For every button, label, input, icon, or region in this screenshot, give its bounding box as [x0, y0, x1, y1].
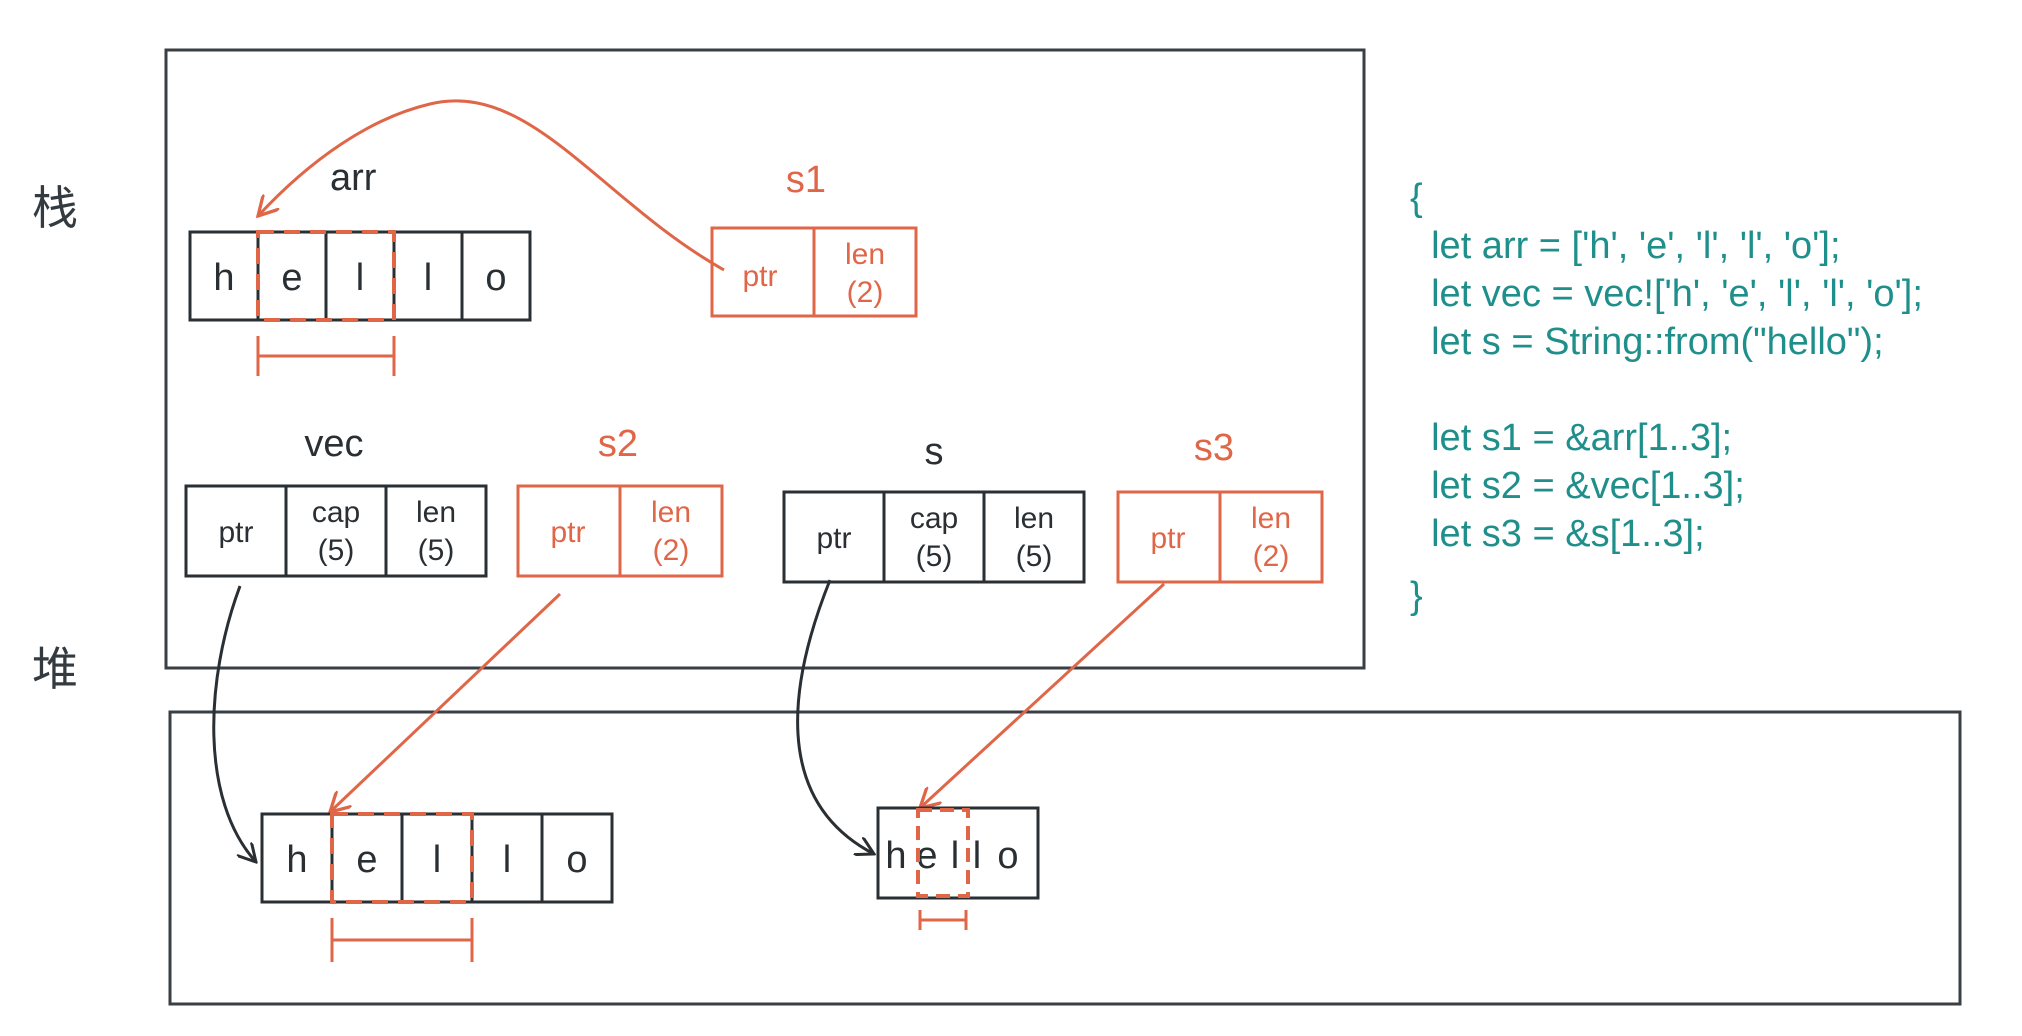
- s2-var: s2 ptr len (2): [330, 423, 724, 812]
- stack-frame: [164, 48, 1366, 670]
- heap-vec-slice-range: [330, 918, 474, 962]
- code-line: let vec = vec!['h', 'e', 'l', 'l', 'o'];: [1410, 273, 1923, 315]
- s3-var: s3 ptr len (2): [920, 427, 1324, 808]
- s3-len-value: (2): [1253, 540, 1290, 573]
- s3-name: s3: [1194, 427, 1234, 469]
- stack-label: 栈: [32, 181, 78, 235]
- s3-ptr-label: ptr: [1150, 522, 1185, 555]
- s-cap-label: cap: [910, 502, 958, 535]
- code-line: let s3 = &s[1..3];: [1410, 513, 1705, 555]
- code-line: let s = String::from("hello");: [1410, 321, 1884, 363]
- arr-slice-range: [256, 336, 396, 376]
- vec-len-label: len: [416, 496, 456, 529]
- arr-name: arr: [330, 157, 377, 199]
- arr-var: arr h e l l o: [188, 157, 532, 376]
- heap-string-char: h: [885, 835, 906, 877]
- arr-slice-highlight: [256, 230, 396, 322]
- vec-var: vec ptr cap (5) len (5): [184, 423, 488, 862]
- s1-ptr-label: ptr: [742, 260, 777, 293]
- s1-len-label: len: [845, 238, 885, 271]
- s1-name: s1: [786, 159, 826, 201]
- heap-vec-slice-highlight: [330, 812, 474, 904]
- code-line: }: [1410, 575, 1423, 617]
- s3-len-label: len: [1251, 502, 1291, 535]
- s3-pointer-arrow: [920, 582, 1166, 808]
- vec-len-value: (5): [418, 534, 455, 567]
- arr-cell-text: l: [424, 257, 432, 299]
- arr-cell-text: o: [485, 257, 506, 299]
- heap-vec-cell-text: e: [356, 839, 377, 881]
- code-line: {: [1410, 177, 1423, 219]
- s1-var: s1 ptr len (2): [258, 99, 918, 318]
- heap-vec-cell: [540, 812, 614, 904]
- heap-label: 堆: [32, 642, 78, 696]
- s-ptr-label: ptr: [816, 522, 851, 555]
- code-line: let arr = ['h', 'e', 'l', 'l', 'o'];: [1410, 225, 1841, 267]
- s-name: s: [925, 431, 944, 473]
- heap-vec-buffer: h e l l o: [260, 812, 614, 962]
- heap-vec-cell-text: l: [503, 839, 511, 881]
- heap-string-slice-highlight: [916, 808, 970, 898]
- heap-string-char: l: [973, 835, 981, 877]
- s2-ptr-label: ptr: [550, 516, 585, 549]
- s2-len-label: len: [651, 496, 691, 529]
- heap-string-char: e: [916, 835, 937, 877]
- heap-vec-cell-text: o: [566, 839, 587, 881]
- vec-len-cell: [384, 484, 488, 578]
- arr-cell-text: h: [213, 257, 234, 299]
- vec-name: vec: [304, 423, 363, 465]
- s-len-value: (5): [1016, 540, 1053, 573]
- s2-name: s2: [598, 423, 638, 465]
- s1-pointer-arrow: [258, 99, 725, 272]
- s-var: s ptr cap (5) len (5): [782, 431, 1086, 854]
- s2-len-cell: [618, 484, 724, 578]
- code-line: let s1 = &arr[1..3];: [1410, 417, 1732, 459]
- arr-cell-text: e: [281, 257, 302, 299]
- arr-cell: [460, 230, 532, 322]
- arr-cells: h e l l o: [188, 230, 532, 322]
- s2-len-value: (2): [653, 534, 690, 567]
- vec-ptr-label: ptr: [218, 516, 253, 549]
- vec-cap-value: (5): [318, 534, 355, 567]
- s3-len-cell: [1218, 490, 1324, 584]
- code-block: { let arr = ['h', 'e', 'l', 'l', 'o']; l…: [1410, 177, 1923, 617]
- s1-len-value: (2): [847, 276, 884, 309]
- heap-vec-cell-text: l: [433, 839, 441, 881]
- arr-cell-text: l: [356, 257, 364, 299]
- s-len-label: len: [1014, 502, 1054, 535]
- s2-pointer-arrow: [330, 592, 562, 812]
- heap-vec-cell-text: h: [286, 839, 307, 881]
- vec-cap-label: cap: [312, 496, 360, 529]
- vec-pointer-arrow: [212, 585, 256, 862]
- heap-string-char: o: [997, 835, 1018, 877]
- s-len-cell: [982, 490, 1086, 584]
- heap-string-buffer: h e l l o: [876, 806, 1040, 930]
- heap-string-slice-range: [918, 910, 968, 930]
- s-pointer-arrow: [796, 579, 874, 854]
- s1-len-cell: [812, 226, 918, 318]
- code-line: let s2 = &vec[1..3];: [1410, 465, 1745, 507]
- s-cap-value: (5): [916, 540, 953, 573]
- heap-frame: [168, 710, 1962, 1006]
- heap-string-char: l: [951, 835, 959, 877]
